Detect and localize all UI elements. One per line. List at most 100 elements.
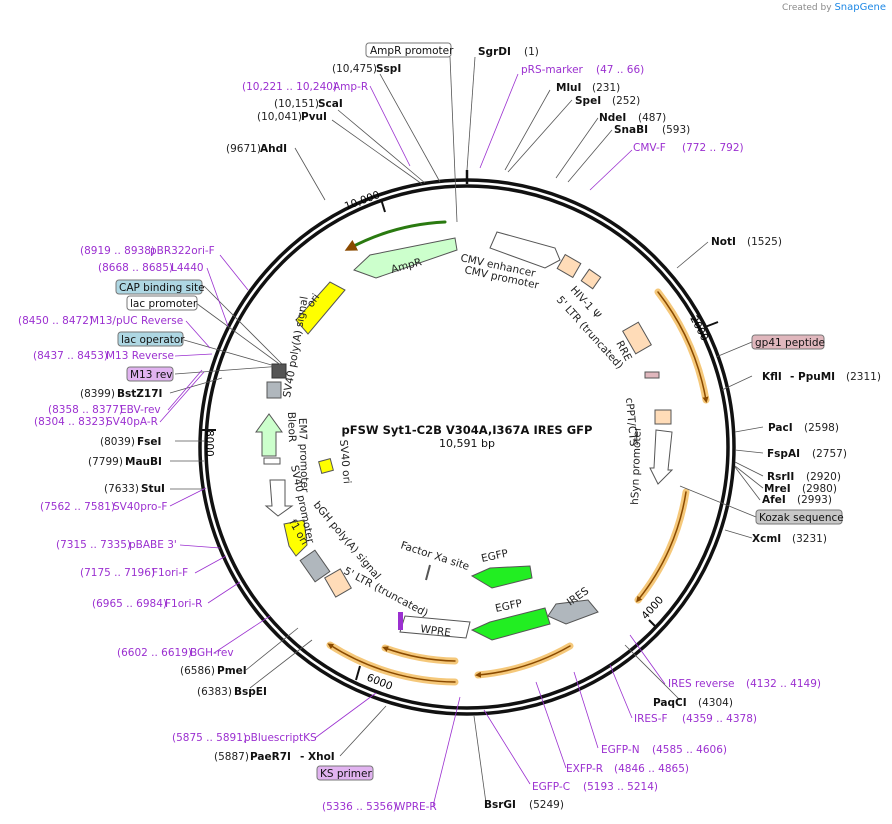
enzyme-xhoi-name: XhoI: [308, 751, 335, 763]
enzyme-mrei: MreI: [764, 483, 791, 495]
primer-range: (6965 .. 6984): [92, 598, 167, 610]
enzyme-pos: (2980): [802, 483, 837, 495]
primer-range: (7175 .. 7196): [80, 567, 155, 579]
feature-label-egfp: EGFP: [494, 598, 523, 615]
plasmid-name: pFSW Syt1-C2B V304A,I367A IRES GFP: [342, 423, 593, 437]
enzyme-pvui: PvuI: [301, 111, 327, 123]
feature-label-em7: EM7 promoter: [296, 418, 311, 493]
primer-sv40pro-f: SV40pro-F: [113, 501, 167, 513]
primer-range: (10,221 .. 10,240): [242, 81, 337, 93]
enzyme-ppumi: - PpuMI: [790, 371, 835, 383]
primer-range: (5193 .. 5214): [583, 781, 658, 793]
enzyme-spei: SpeI: [575, 95, 601, 107]
enzyme-pos: (6586): [180, 665, 215, 677]
enzyme-xhoi: - XhoI: [300, 751, 335, 763]
enzyme-pos: (7633): [104, 483, 139, 495]
enzyme-pos: (2920): [806, 471, 841, 483]
enzyme-paci: PacI: [768, 422, 793, 434]
primer-pbluescriptks: pBluescriptKS: [244, 732, 317, 744]
enzyme-pos: (3231): [792, 533, 827, 545]
box-gp41-peptide: gp41 peptide: [755, 337, 825, 349]
enzyme-noti: NotI: [711, 236, 736, 248]
primer-ires-f: IRES-F: [634, 713, 668, 725]
box-kozak-sequence: Kozak sequence: [759, 512, 844, 524]
enzyme-pos: (1): [524, 46, 539, 58]
enzyme-scai: ScaI: [318, 98, 343, 110]
primer-pbr322ori-f: pBR322ori-F: [150, 245, 215, 257]
enzyme-pos: (7799): [88, 456, 123, 468]
primer-range: (8450 .. 8472): [18, 315, 93, 327]
primer-exfp-r: EXFP-R: [566, 763, 603, 775]
enzyme-pos: (2311): [846, 371, 881, 383]
primer-range: (8437 .. 8453): [33, 350, 108, 362]
primer-egfp-c: EGFP-C: [532, 781, 570, 793]
feature-label-hsyn: hSyn promoter: [629, 426, 644, 505]
feature-label-bleor: BleoR: [285, 412, 298, 443]
enzyme-rsrii: RsrII: [767, 471, 794, 483]
primer-range: (8304 .. 8323): [34, 416, 109, 428]
primer-ires-reverse: IRES reverse: [668, 678, 735, 690]
enzyme-bspei: BspEI: [234, 686, 267, 698]
snapgene-logo: SnapGene: [834, 2, 886, 13]
feature-label-wpre: WPRE: [420, 623, 452, 639]
primer-range: (4846 .. 4865): [614, 763, 689, 775]
primer-m13-reverse: M13 Reverse: [106, 350, 174, 362]
enzyme-kfli: KflI: [762, 371, 782, 383]
enzyme-stui: StuI: [141, 483, 165, 495]
feature-label-sv40-ori: SV40 ori: [337, 439, 353, 484]
leader-lines: [169, 56, 764, 804]
primer-range: (6602 .. 6619): [117, 647, 192, 659]
orf-arcs: [326, 220, 710, 686]
primer-f1ori-f: F1ori-F: [152, 567, 188, 579]
feature-label-3ltr: 5' LTR (truncated): [342, 565, 430, 620]
enzyme-bsrgi: BsrGI: [484, 799, 516, 811]
enzyme-xcmi: XcmI: [752, 533, 781, 545]
box-lac-operator: lac operator: [121, 334, 185, 346]
enzyme-pos: (1525): [747, 236, 782, 248]
enzyme-pos: (8399): [80, 388, 115, 400]
primer-range: (8358 .. 8377): [48, 404, 123, 416]
feature-label-egfp-2: EGFP: [480, 548, 509, 565]
primer-cmv-f: CMV-F: [633, 142, 666, 154]
enzyme-sspi: SspI: [376, 63, 401, 75]
primer-ebv-rev: EBV-rev: [120, 404, 161, 416]
enzyme-mlui: MluI: [556, 82, 581, 94]
enzyme-pos: (5249): [529, 799, 564, 811]
snapgene-brand: Created by SnapGene: [782, 2, 886, 13]
enzyme-labels: SgrDI (1) (10,475) SspI (10,151) ScaI (1…: [80, 46, 881, 811]
backbone: [198, 170, 736, 716]
plasmid-length: 10,591 bp: [439, 437, 495, 450]
enzyme-pos: (231): [592, 82, 620, 94]
box-lac-promoter: lac promoter: [130, 298, 198, 310]
feature-shapes: [255, 231, 674, 641]
primer-range: (4359 .. 4378): [682, 713, 757, 725]
primer-amp-r: Amp-R: [333, 81, 368, 93]
primer-m13-puc-reverse: M13/pUC Reverse: [90, 315, 183, 327]
enzyme-pos: (6383): [197, 686, 232, 698]
enzyme-pos: (593): [662, 124, 690, 136]
primer-f1ori-r: F1ori-R: [165, 598, 202, 610]
primer-labels: pRS-marker (47 .. 66) (10,221 .. 10,240)…: [18, 64, 821, 813]
enzyme-pmei: PmeI: [217, 665, 247, 677]
enzyme-ppumi-name: PpuMI: [798, 371, 835, 383]
enzyme-ahdi: AhdI: [260, 143, 287, 155]
enzyme-pos: (9671): [226, 143, 261, 155]
enzyme-fsei: FseI: [137, 436, 161, 448]
primer-l4440: L4440: [171, 262, 204, 274]
enzyme-pos: (2993): [797, 494, 832, 506]
gp41-marker: [644, 371, 660, 379]
primer-leaders: [159, 73, 666, 807]
enzyme-ndei: NdeI: [599, 112, 626, 124]
feature-label-sv40-polya: SV40 poly(A) signal: [281, 295, 311, 398]
enzyme-pos: (487): [638, 112, 666, 124]
primer-sv40pa-r: SV40pA-R: [106, 416, 158, 428]
enzyme-pos: (252): [612, 95, 640, 107]
enzyme-paer7i: PaeR7I: [250, 751, 291, 763]
tick-label: 8000: [203, 430, 215, 457]
primer-range: (5875 .. 5891): [172, 732, 247, 744]
boxed-labels: AmpR promoter CAP binding site lac promo…: [115, 42, 844, 781]
primer-wpre-r: WPRE-R: [395, 801, 437, 813]
enzyme-snabi: SnaBI: [614, 124, 648, 136]
box-cap-binding-site: CAP binding site: [119, 282, 205, 294]
